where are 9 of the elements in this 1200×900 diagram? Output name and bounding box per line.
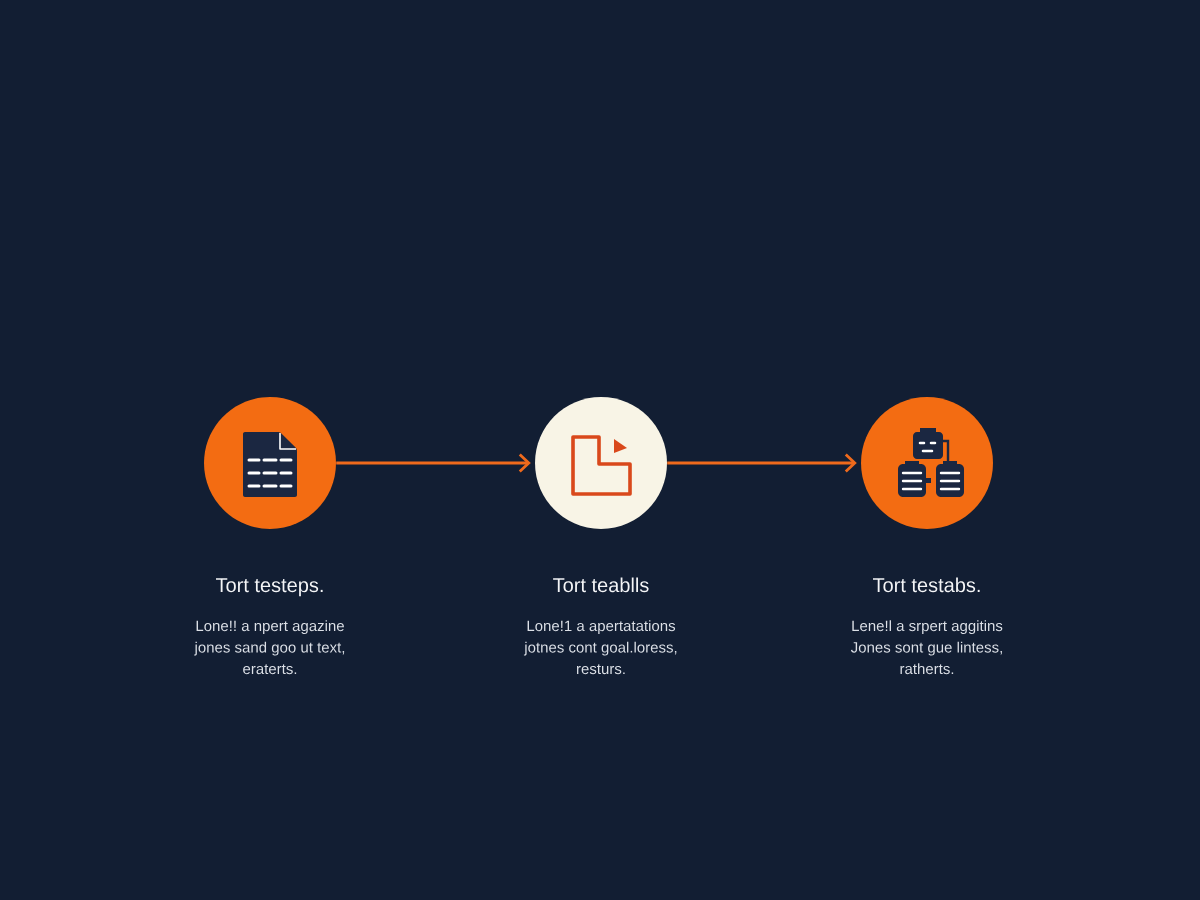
step-description: Lone!! a npert agazine jones sand goo ut text, eraterts. [194, 620, 345, 675]
step-circle [535, 397, 667, 529]
step-description: Lone!1 a apertatations jotnes cont goal.loress, resturs. [523, 620, 677, 675]
step-title: Tort teablls [553, 577, 649, 593]
arrow [336, 453, 531, 473]
step-title: Tort testeps. [216, 578, 323, 597]
step-description: Lene!l a srpert aggitins Jones sont gue lintess, ratherts. [850, 620, 1003, 675]
arrow [667, 453, 857, 473]
step-title: Tort testabs. [873, 577, 980, 593]
